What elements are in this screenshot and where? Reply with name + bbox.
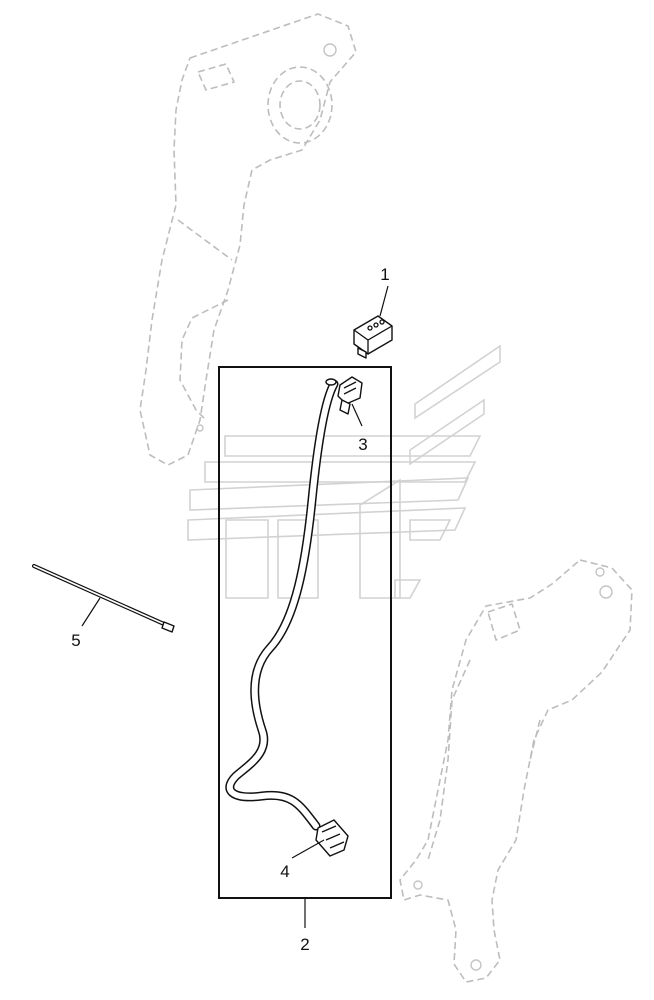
ghost-frame-lower bbox=[399, 559, 633, 983]
ghost-frame-upper bbox=[139, 13, 357, 466]
connector-bottom bbox=[315, 819, 349, 857]
watermark-logo bbox=[187, 344, 501, 599]
callout-1: 1 bbox=[380, 265, 389, 284]
leader-lines bbox=[81, 285, 389, 928]
wiring-harness bbox=[225, 378, 339, 831]
callout-2: 2 bbox=[300, 935, 309, 954]
cable-tie bbox=[32, 564, 175, 633]
callout-5: 5 bbox=[71, 631, 80, 650]
connector-top bbox=[337, 376, 363, 415]
switch-part bbox=[353, 315, 393, 359]
callout-4: 4 bbox=[280, 862, 289, 881]
callout-3: 3 bbox=[358, 435, 367, 454]
